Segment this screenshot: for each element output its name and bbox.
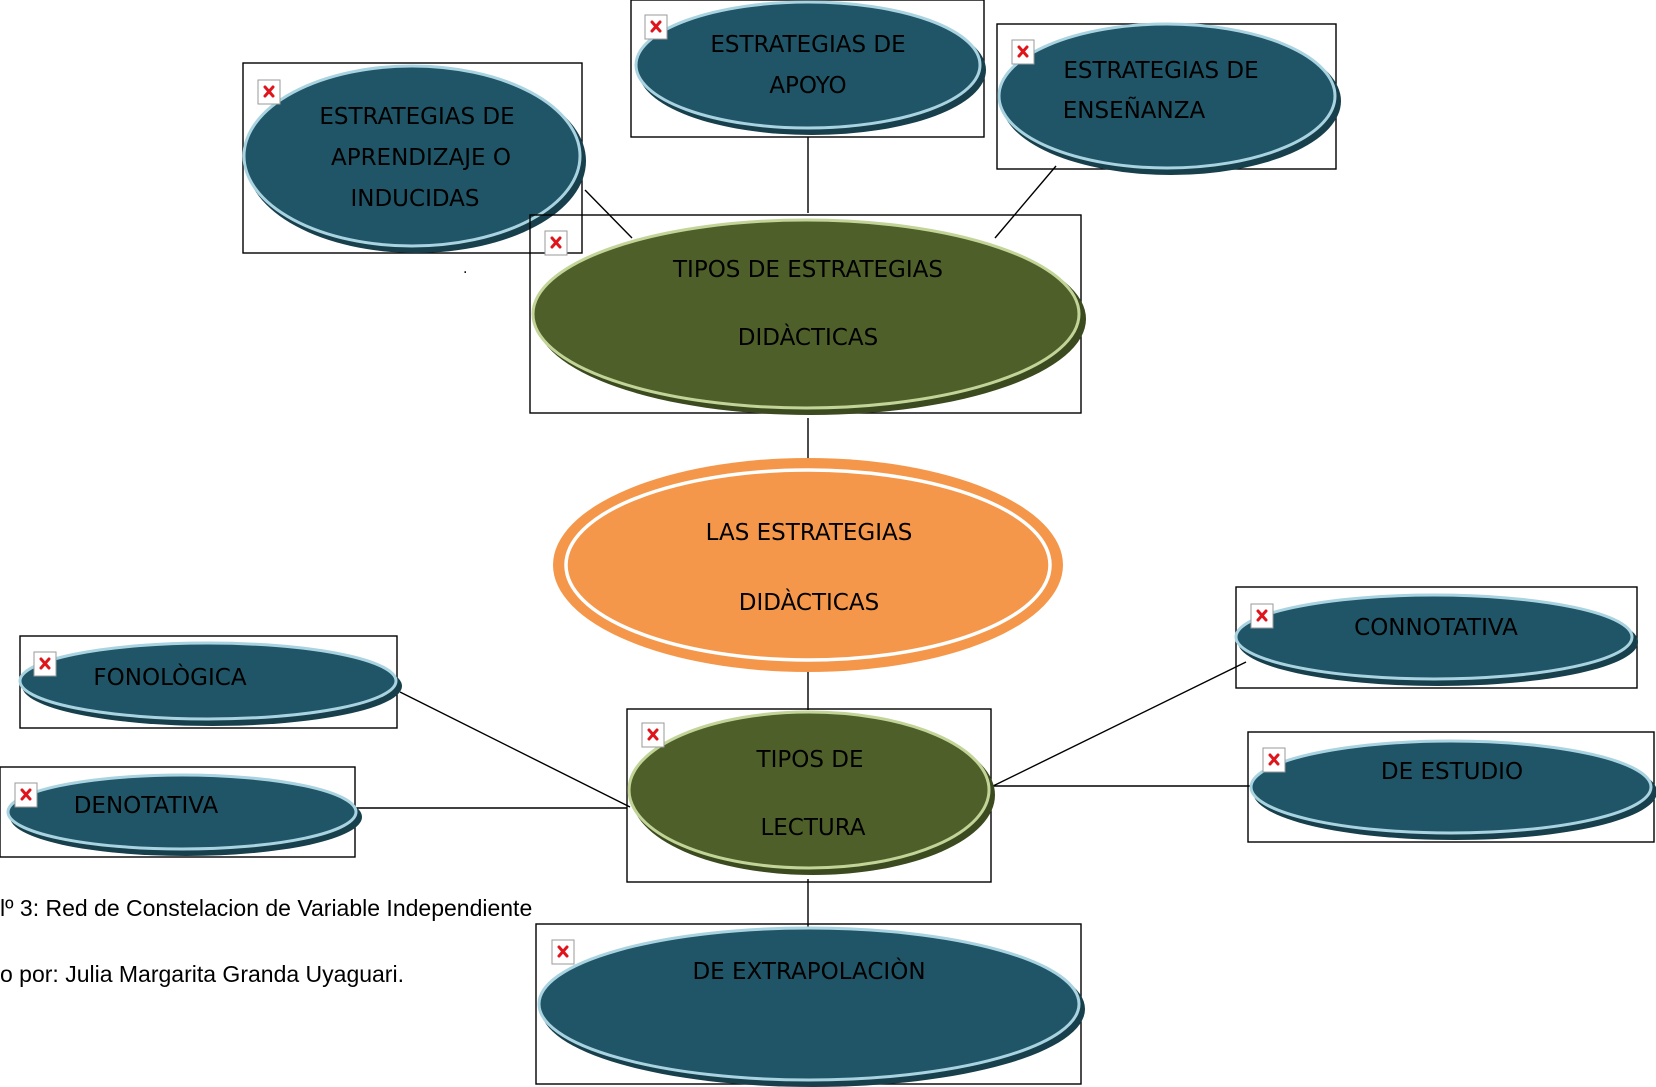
- broken-image-icon: [641, 722, 665, 748]
- node-ellipse: [6, 773, 358, 851]
- broken-image-icon: [257, 79, 281, 105]
- node-fonologica: FONOLÒGICA: [18, 635, 402, 729]
- node-label-line1: ESTRATEGIAS DE: [710, 32, 905, 58]
- node-label: DE EXTRAPOLACIÒN: [692, 957, 925, 985]
- caption-line2: o por: Julia Margarita Granda Uyaguari.: [0, 961, 404, 987]
- node-label-line2: LECTURA: [760, 815, 865, 841]
- broken-image-icon: [1262, 747, 1286, 773]
- node-ellipse: [1249, 739, 1653, 835]
- node-ellipse: [627, 710, 991, 870]
- node-label: CONNOTATIVA: [1354, 615, 1518, 641]
- caption-line1: lº 3: Red de Constelacion de Variable In…: [0, 895, 532, 921]
- node-label-line1: TIPOS DE: [756, 747, 864, 773]
- node-label-line2: APOYO: [769, 73, 846, 99]
- node-ellipse: [18, 641, 398, 721]
- node-label: DENOTATIVA: [74, 793, 219, 819]
- node-label: FONOLÒGICA: [93, 663, 246, 691]
- node-denotativa: DENOTATIVA: [0, 766, 362, 858]
- node-label: DE ESTUDIO: [1381, 759, 1523, 785]
- node-de-estudio: DE ESTUDIO: [1247, 731, 1656, 843]
- broken-image-icon: [1011, 39, 1035, 65]
- node-label-line1: ESTRATEGIAS DE: [1063, 58, 1258, 84]
- node-extrapolacion: DE EXTRAPOLACIÒN: [535, 923, 1085, 1087]
- node-ellipse: [1234, 593, 1634, 681]
- node-tipos-estrategias: TIPOS DE ESTRATEGIAS DIDÀCTICAS: [529, 214, 1086, 415]
- connector-ensenanza-tipos: [994, 165, 1057, 239]
- node-connotativa: CONNOTATIVA: [1234, 586, 1638, 689]
- node-label-line3: INDUCIDAS: [350, 186, 479, 212]
- node-ellipse: [634, 0, 982, 130]
- central-label-line1: LAS ESTRATEGIAS: [706, 520, 913, 546]
- broken-image-icon: [1250, 603, 1274, 629]
- central-outer-ellipse: [553, 458, 1063, 672]
- node-ellipse: [531, 218, 1081, 410]
- broken-image-icon: [33, 651, 57, 677]
- connectors: [355, 137, 1250, 940]
- node-label-line2: APRENDIZAJE O: [331, 145, 511, 171]
- node-ellipse: [242, 64, 582, 248]
- stray-dot: .: [463, 261, 467, 277]
- node-aprendizaje: ESTRATEGIAS DE APRENDIZAJE O INDUCIDAS: [242, 62, 586, 254]
- node-ensenanza: ESTRATEGIAS DE ENSEÑANZA: [996, 22, 1341, 175]
- broken-image-icon: [544, 230, 568, 256]
- broken-image-icon: [551, 939, 575, 965]
- broken-image-icon: [644, 14, 668, 40]
- node-central: LAS ESTRATEGIAS DIDÀCTICAS: [553, 458, 1063, 672]
- node-label-line2: ENSEÑANZA: [1063, 96, 1206, 124]
- broken-image-icon: [14, 782, 38, 808]
- node-apoyo: ESTRATEGIAS DE APOYO: [630, 0, 986, 138]
- node-ellipse: [997, 22, 1337, 170]
- connector-aprendizaje-tipos: [584, 189, 633, 239]
- central-inner-ring: [564, 468, 1052, 662]
- node-label-line1: ESTRATEGIAS DE: [319, 104, 514, 130]
- node-ellipse: [537, 926, 1081, 1082]
- connector-connotativa: [992, 661, 1247, 787]
- central-label-line2: DIDÀCTICAS: [739, 588, 879, 616]
- node-label-line1: TIPOS DE ESTRATEGIAS: [672, 257, 943, 283]
- node-tipos-lectura: TIPOS DE LECTURA: [626, 708, 995, 883]
- node-label-line2: DIDÀCTICAS: [738, 323, 878, 351]
- connector-fonologica: [399, 691, 631, 808]
